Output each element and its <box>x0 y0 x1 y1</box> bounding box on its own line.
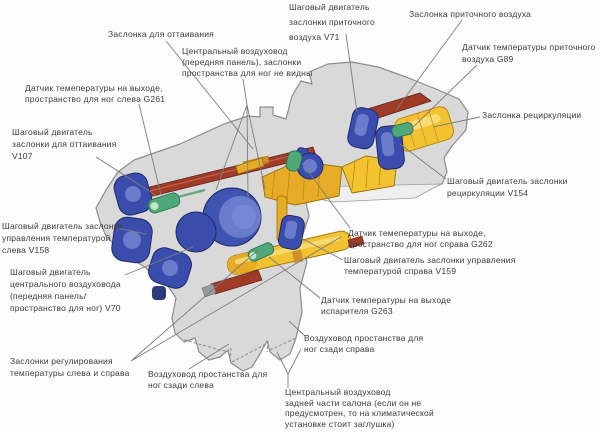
stepper-motor-v71 <box>347 107 379 150</box>
duct-dashed-edges <box>183 337 297 363</box>
leader-duct-rear-left <box>188 343 230 370</box>
label-stepper-motor-v154: Шаговый двигатель заслонки рециркуляции … <box>447 176 568 198</box>
label-stepper-motor-v107: Шаговый двигатель заслонки для оттаивани… <box>12 127 117 161</box>
label-stepper-motor-v70: Шаговый двигатель центрального воздухово… <box>10 267 121 313</box>
leader-v70 <box>124 246 194 276</box>
label-intake-air-flap: Заслонка приточного воздуха <box>409 9 532 19</box>
leader-rear-center-duct <box>276 348 302 388</box>
leader-intake-flap <box>395 19 463 111</box>
label-stepper-motor-v159: Шаговый двигатель заслонки управления те… <box>344 255 516 276</box>
stepper-motor-v159 <box>277 214 305 250</box>
leader-v71 <box>345 33 358 113</box>
leader-v107 <box>95 156 158 197</box>
label-sensor-g261: Датчик темепературы на выходе, пространс… <box>25 83 166 104</box>
stepper-motor-v107 <box>113 172 153 216</box>
label-duct-rear-right: Воздуховод простанства для ног сзади спр… <box>304 333 424 354</box>
leader-g262 <box>301 162 351 229</box>
leader-v154 <box>399 143 447 180</box>
label-sensor-g263: Датчик температуры на выходе испарителя … <box>321 295 452 316</box>
leader-recirc-flap <box>432 116 481 128</box>
leader-lines <box>95 19 481 388</box>
sensor-g261 <box>147 192 181 214</box>
leader-g261 <box>138 103 162 196</box>
stepper-motor-v70 <box>148 247 192 289</box>
leader-v158 <box>116 227 147 235</box>
label-sensor-g262: Датчик темепературы на выходе, пространс… <box>348 228 493 249</box>
label-temperature-flaps: Заслонки регулирования температуры слева… <box>10 356 130 378</box>
sensor-g262 <box>285 150 303 172</box>
label-central-duct: Центральный воздуховод (передняя панель)… <box>182 46 313 78</box>
leader-v159 <box>300 237 344 261</box>
label-stepper-motor-v158: Шаговый двигатель заслонки управления те… <box>2 221 123 255</box>
leader-defrost-flap <box>165 40 254 150</box>
label-sensor-g89: Датчик температуры приточного воздуха G8… <box>462 42 596 64</box>
label-stepper-motor-v71: Шаговый двигатель заслонки приточного во… <box>289 2 375 42</box>
leader-g263 <box>268 256 321 299</box>
leader-temp-flaps <box>130 236 342 362</box>
label-defrost-flap: Заслонка для оттаивания <box>108 29 214 39</box>
label-recirculation-flap: Заслонка рециркуляции <box>482 110 582 120</box>
leader-central-duct <box>215 78 266 198</box>
leader-duct-rear-right <box>288 320 306 337</box>
leader-g89 <box>408 64 478 132</box>
label-rear-center-duct: Центральный воздуховод задней части сало… <box>285 387 434 429</box>
label-duct-rear-left: Воздуховод простанства для ног сзади сле… <box>148 369 268 390</box>
